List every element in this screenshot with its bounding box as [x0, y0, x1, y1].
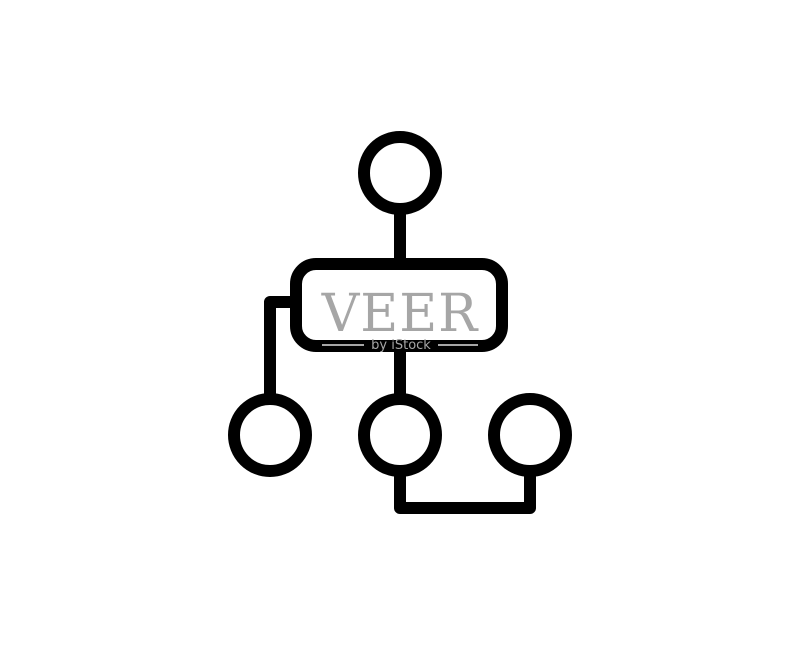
watermark: VEER by iStock [321, 284, 479, 353]
node-top-circle [358, 131, 442, 215]
watermark-brand: VEER [321, 284, 479, 344]
connectors [264, 202, 536, 514]
connector-box-to-left-circle [264, 296, 302, 404]
node-left-circle [228, 393, 312, 477]
node-middle-circle [358, 393, 442, 477]
node-right-circle [488, 393, 572, 477]
watermark-tagline: by iStock [371, 338, 431, 353]
connector-middle-to-right-circle [394, 466, 536, 514]
nodes [228, 131, 572, 477]
node-center-box [290, 258, 508, 352]
